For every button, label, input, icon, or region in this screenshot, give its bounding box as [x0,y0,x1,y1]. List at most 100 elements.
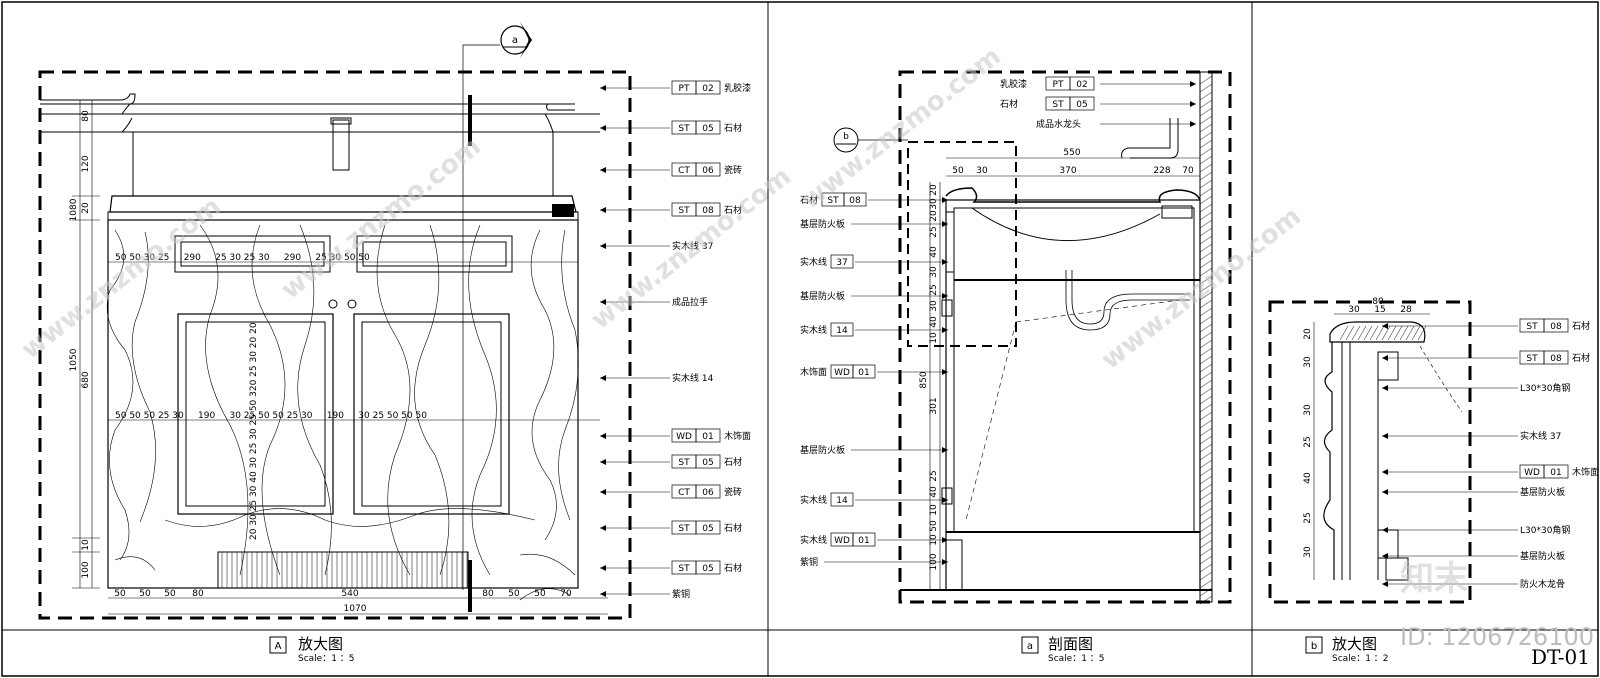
callout: 紫铜 [600,588,690,600]
hatch-line [1199,243,1213,253]
drawer-left [174,235,331,273]
callout-name: L30*30角钢 [1520,524,1570,536]
view-a-title: 放大图 [298,635,343,653]
callout-num-box [695,80,721,95]
view-b-tag-box [1305,636,1323,654]
dim-label: 50 [114,589,126,599]
dim-label: 550 [1063,148,1080,158]
detail-front-profile [1323,342,1335,580]
dim-label: 40 [929,486,939,498]
hatch-line [1199,299,1213,309]
dim-label: 301 [929,397,939,414]
hatch-line [1199,187,1213,197]
callout-arrow [942,369,948,375]
hatch-line [1199,523,1213,533]
hatch-line [1199,499,1213,509]
callout-code: WD [834,368,850,378]
hatch-line [1199,475,1213,485]
callout: 实木线 14 [600,372,714,384]
callout-arrow [942,293,948,299]
callout-arrow [1382,553,1388,559]
callout-name: 成品拉手 [672,296,708,308]
callout-name: 实木线 37 [672,240,713,252]
hatch-line [1199,555,1213,565]
dim-label: 40 [929,316,939,328]
hatch-line [1199,123,1213,133]
callout-num: 05 [702,458,713,468]
stone-end-black [552,204,574,217]
hatch-line [1357,325,1367,341]
callout-num-box [1069,76,1095,91]
dim-label: 80 [1372,297,1384,307]
watermark-url-2: www.znzmo.com [586,162,797,336]
callout-arrow [1382,323,1388,329]
callout-num: 05 [702,564,713,574]
callout-arrow [942,197,948,203]
callout: 成品拉手 [600,296,708,308]
dim-label: 25 [1303,512,1313,523]
hatch-line [1199,275,1213,285]
hatch-line [1199,107,1213,117]
callout: 实木线 37 [1382,430,1561,442]
hatch-line [1405,325,1415,341]
dim-label: 50 [508,589,520,599]
dim-label: 30 [929,300,939,312]
callout-name: 石材 [724,122,742,134]
hatch-line [1199,507,1213,517]
hatch-line [1199,331,1213,341]
callout-text: 石材 [800,194,818,206]
cornice-profile-left [121,103,133,133]
detail-timber-stud [1385,557,1409,581]
callout-num: 05 [702,124,713,134]
callout-arrow [1382,489,1388,495]
hatch-line [1199,307,1213,317]
callout-arrow [1382,469,1388,475]
dim-label: 10 [929,504,939,516]
view-section-scale: Scale：1 ：5 [1048,654,1105,664]
callout-arrow [942,259,948,265]
faucet-cap [330,117,352,125]
callout-num: 02 [702,84,713,94]
hatch-line [1199,315,1213,325]
callout-name: 木饰面 [1572,466,1599,478]
section-marker-a-label: a [512,35,518,46]
callout-code: 14 [836,326,848,336]
hatch-line [1199,491,1213,501]
callout-arrow [600,207,606,213]
dim-label: 20 [929,184,939,196]
hatch-line [1199,443,1213,453]
hatch-line [1199,403,1213,413]
view-section-tag-box [1021,636,1039,654]
hatch-line [1199,379,1213,389]
dim-label: 100 [81,561,91,578]
dim-label: 370 [1059,166,1076,176]
callout-code: ST [678,206,690,216]
basin [971,207,1161,242]
hatch-line [1199,595,1213,605]
callout-num: 08 [1550,354,1562,364]
callout-arrow [1190,101,1196,107]
drawer-right-inner [362,241,507,267]
door-panel-right-inner [361,321,502,507]
hatch-line [1399,325,1409,341]
section-top-dims [946,157,1200,177]
hatch-line [1199,339,1213,349]
callout: 紫铜 [800,556,948,568]
callout-text: 实木线 [800,534,827,546]
dim-label: 1080 [69,198,79,221]
dim-label: 25 [929,284,939,295]
view-a-tag-box [269,636,287,654]
callout-arrow [1190,81,1196,87]
callout-num: 06 [702,166,714,176]
